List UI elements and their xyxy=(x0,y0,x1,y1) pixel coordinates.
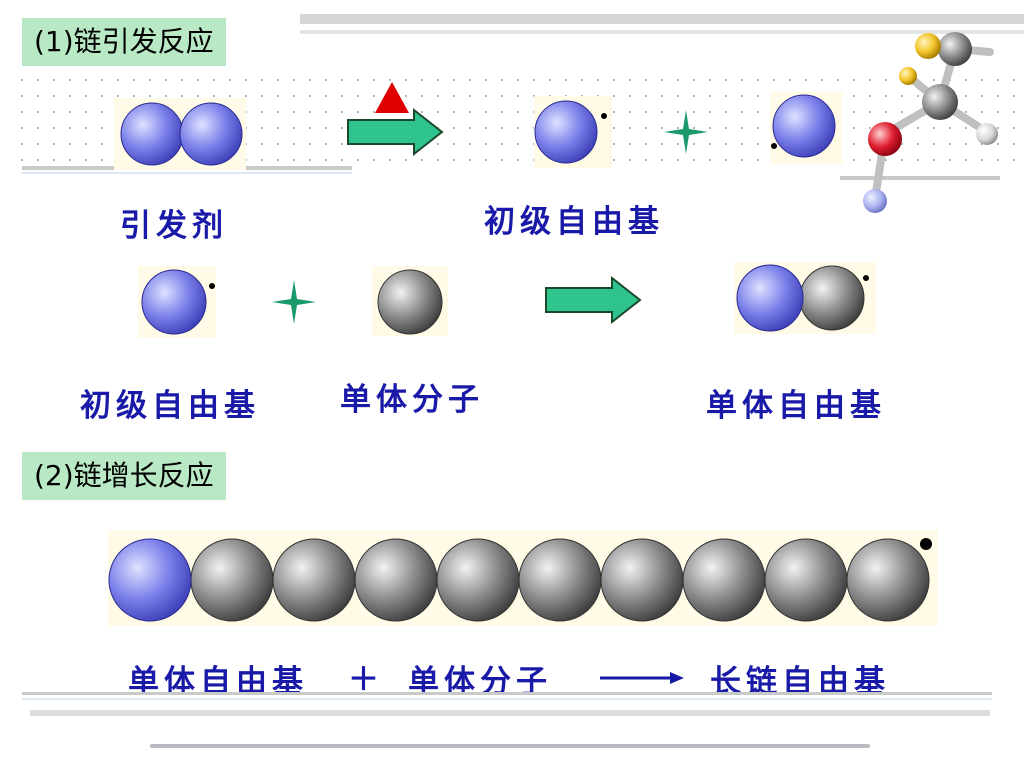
label-primary-radical-top: 初级自由基 xyxy=(484,204,664,240)
monomer-radical-atoms xyxy=(736,264,869,332)
chain-atom-grey xyxy=(354,538,438,622)
reaction-arrow-2-icon xyxy=(545,275,642,325)
bottom-stripes xyxy=(22,692,992,748)
monomer-atom xyxy=(377,269,443,335)
primary-radical-second-atom xyxy=(771,94,836,158)
section-title-text: 链引发反应 xyxy=(73,25,214,58)
long-chain-atoms xyxy=(108,538,932,622)
chain-atom-blue xyxy=(108,538,192,622)
molecule-decoration-icon xyxy=(863,32,998,213)
plus-star-icon-2 xyxy=(272,280,316,324)
initiator-atoms xyxy=(120,102,243,166)
chain-atom-grey xyxy=(518,538,602,622)
primary-radical-top-atom xyxy=(534,100,607,164)
chain-atom-grey xyxy=(272,538,356,622)
section-title-initiation: (1)链引发反应 xyxy=(22,18,226,66)
label-monomer-radical: 单体自由基 xyxy=(706,388,886,424)
section-title-propagation: (2)链增长反应 xyxy=(22,452,226,500)
section-title-text: 链增长反应 xyxy=(73,459,214,492)
chain-radical-dot xyxy=(920,538,932,550)
chain-atom-grey xyxy=(436,538,520,622)
section-number: (1) xyxy=(34,25,74,58)
reaction-arrow-1-icon xyxy=(347,107,444,157)
heat-triangle-icon xyxy=(375,82,409,113)
chain-atom-grey xyxy=(600,538,684,622)
equation-arrow-icon xyxy=(600,672,684,684)
section-number: (2) xyxy=(34,459,74,492)
plus-star-icon xyxy=(664,110,708,154)
chain-atom-grey xyxy=(846,538,930,622)
chain-atom-grey xyxy=(764,538,848,622)
chain-atom-grey xyxy=(682,538,766,622)
label-monomer: 单体分子 xyxy=(340,382,484,418)
label-primary-radical-bottom: 初级自由基 xyxy=(80,388,260,424)
chain-atom-grey xyxy=(190,538,274,622)
primary-radical-bottom-atom xyxy=(141,269,215,335)
label-initiator: 引发剂 xyxy=(120,208,228,244)
